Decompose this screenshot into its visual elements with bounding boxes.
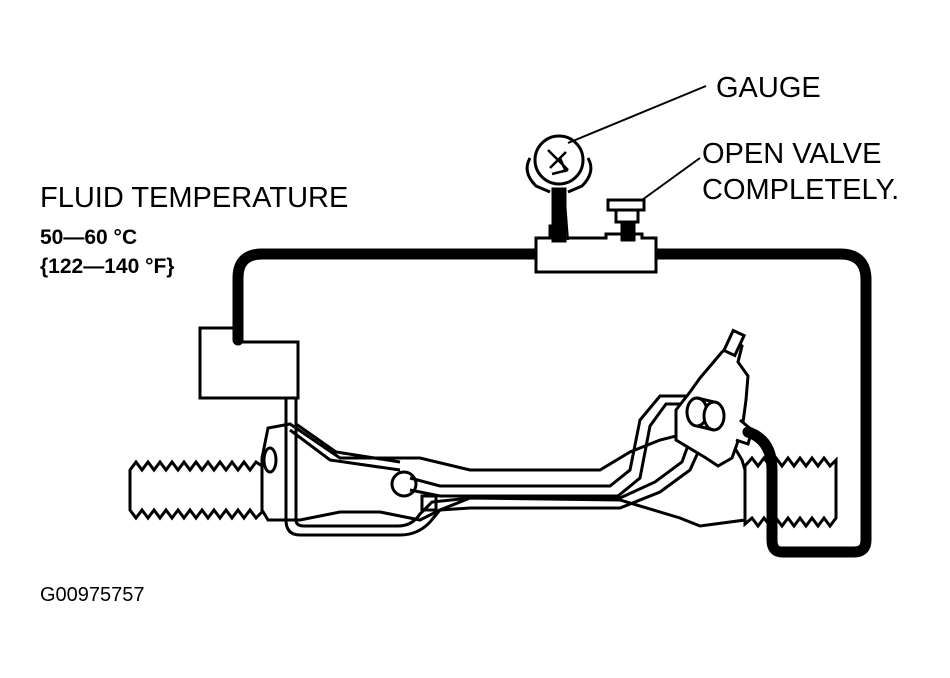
pressure-hose	[232, 248, 872, 558]
leader-lines	[567, 85, 707, 201]
return-line	[284, 394, 702, 537]
valve-label-line2: COMPLETELY.	[702, 174, 900, 206]
gauge-label: GAUGE	[716, 72, 821, 104]
fluid-temperature-title: FLUID TEMPERATURE	[40, 182, 349, 214]
gauge-icon	[525, 134, 593, 194]
temperature-fahrenheit: {122—140 °F}	[40, 255, 175, 278]
left-rack-boot	[128, 459, 264, 521]
reservoir-block	[198, 326, 300, 400]
valve-label-line1: OPEN VALVE	[702, 138, 882, 170]
gauge-stem-edge	[563, 187, 569, 241]
figure-code: G00975757	[40, 584, 145, 606]
pinion-valve-housing	[674, 328, 754, 468]
valve-handle-icon	[606, 198, 646, 242]
temperature-celsius: 50—60 °C	[40, 226, 138, 249]
right-rack-boot	[743, 455, 838, 529]
rack-housing	[260, 422, 747, 528]
